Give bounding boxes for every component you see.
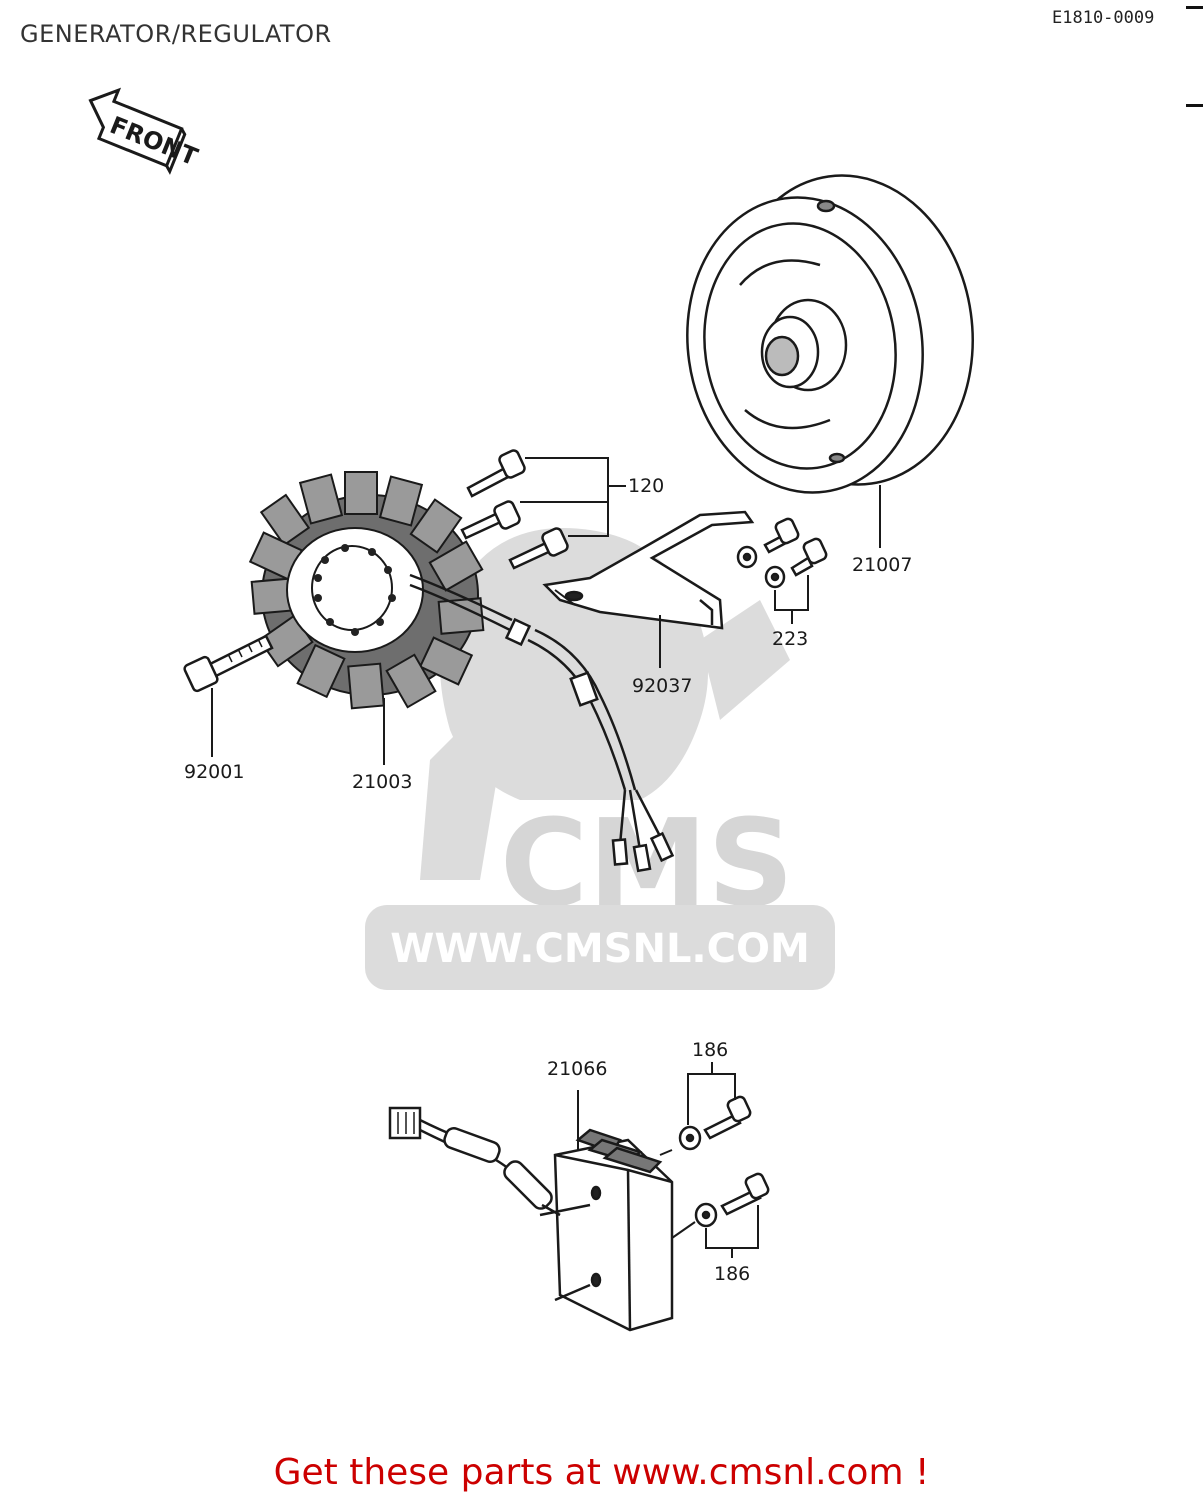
leader-186-top xyxy=(659,1062,736,1156)
part-label-21003: 21003 xyxy=(352,771,412,793)
watermark-banner xyxy=(365,905,835,990)
part-label-21066: 21066 xyxy=(547,1058,607,1080)
stator-wire-harness xyxy=(409,573,675,873)
part-label-92037: 92037 xyxy=(632,675,692,697)
page-title: GENERATOR/REGULATOR xyxy=(20,20,332,48)
footer-link-text[interactable]: Get these parts at www.cmsnl.com ! xyxy=(273,1452,930,1493)
leader-120 xyxy=(520,457,626,537)
watermark-url-text: WWW.CMSNL.COM xyxy=(390,926,810,972)
bolts-186-bottom xyxy=(694,1172,770,1228)
front-arrow: FRONT xyxy=(88,87,202,175)
regulator-wire-harness xyxy=(388,1106,561,1217)
part-label-21007: 21007 xyxy=(852,554,912,576)
edge-mark-top xyxy=(1186,6,1203,9)
leader-223 xyxy=(774,575,809,624)
bolts-186-top xyxy=(678,1095,752,1151)
screws-120 xyxy=(460,449,569,570)
part-label-92001: 92001 xyxy=(184,761,244,783)
part-label-186-bottom: 186 xyxy=(714,1263,750,1285)
rotor-flywheel xyxy=(686,174,974,494)
edge-mark-bottom xyxy=(1186,104,1203,107)
stator-coil xyxy=(248,471,485,710)
bolt-92001 xyxy=(183,634,274,693)
part-label-223: 223 xyxy=(772,628,808,650)
clamp-92037 xyxy=(542,510,755,630)
leader-186-bottom xyxy=(671,1205,759,1258)
drawing-code: E1810-0009 xyxy=(1052,8,1155,28)
part-label-120: 120 xyxy=(628,475,664,497)
regulator-21066 xyxy=(539,1128,674,1332)
part-label-186-top: 186 xyxy=(692,1039,728,1061)
bolts-223 xyxy=(736,517,828,589)
